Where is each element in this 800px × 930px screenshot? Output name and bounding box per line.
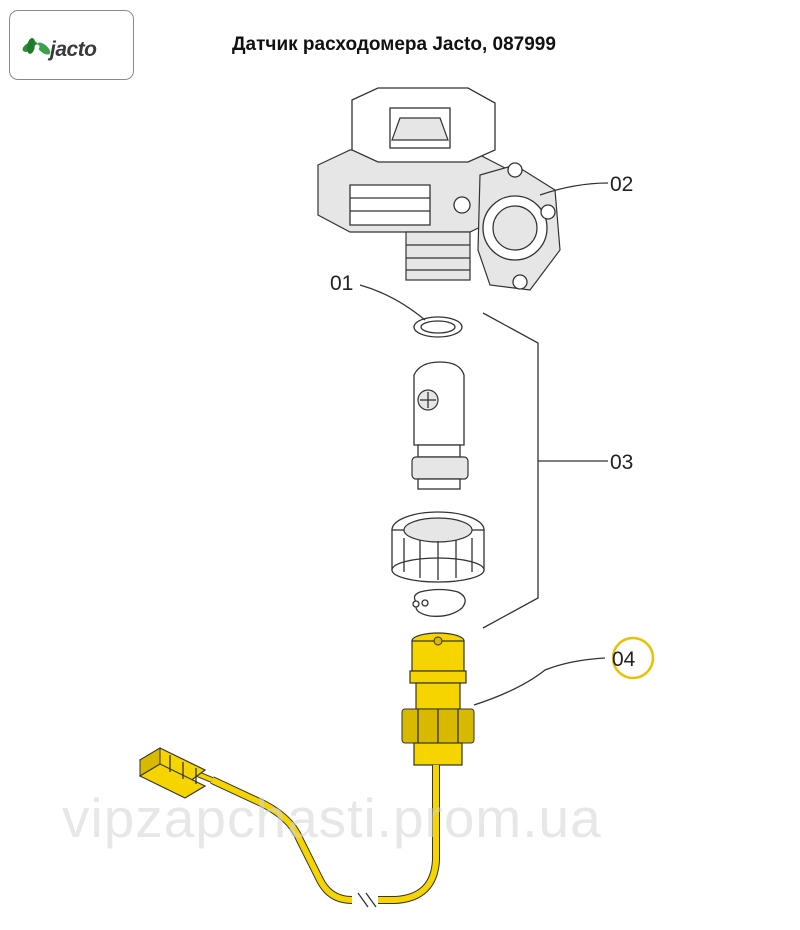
callout-01: 01 <box>330 272 353 295</box>
jacto-leaf-icon <box>22 38 51 55</box>
part-04-flow-sensor <box>138 632 606 908</box>
logo-text: jacto <box>50 38 97 61</box>
sensor-connector <box>138 747 207 799</box>
part-01-o-ring <box>359 284 463 338</box>
jacto-logo: jacto <box>9 10 134 80</box>
part-03-assembly <box>391 312 608 629</box>
part-02-flowmeter-body <box>317 87 609 291</box>
callout-04-highlight-ring <box>611 636 655 680</box>
page-title: Датчик расходомера Jacto, 087999 <box>232 34 556 55</box>
callout-03: 03 <box>610 451 633 474</box>
callout-04: 04 <box>612 648 636 671</box>
callout-02: 02 <box>610 173 633 196</box>
watermark: vipzapchasti.prom.ua <box>62 787 602 849</box>
